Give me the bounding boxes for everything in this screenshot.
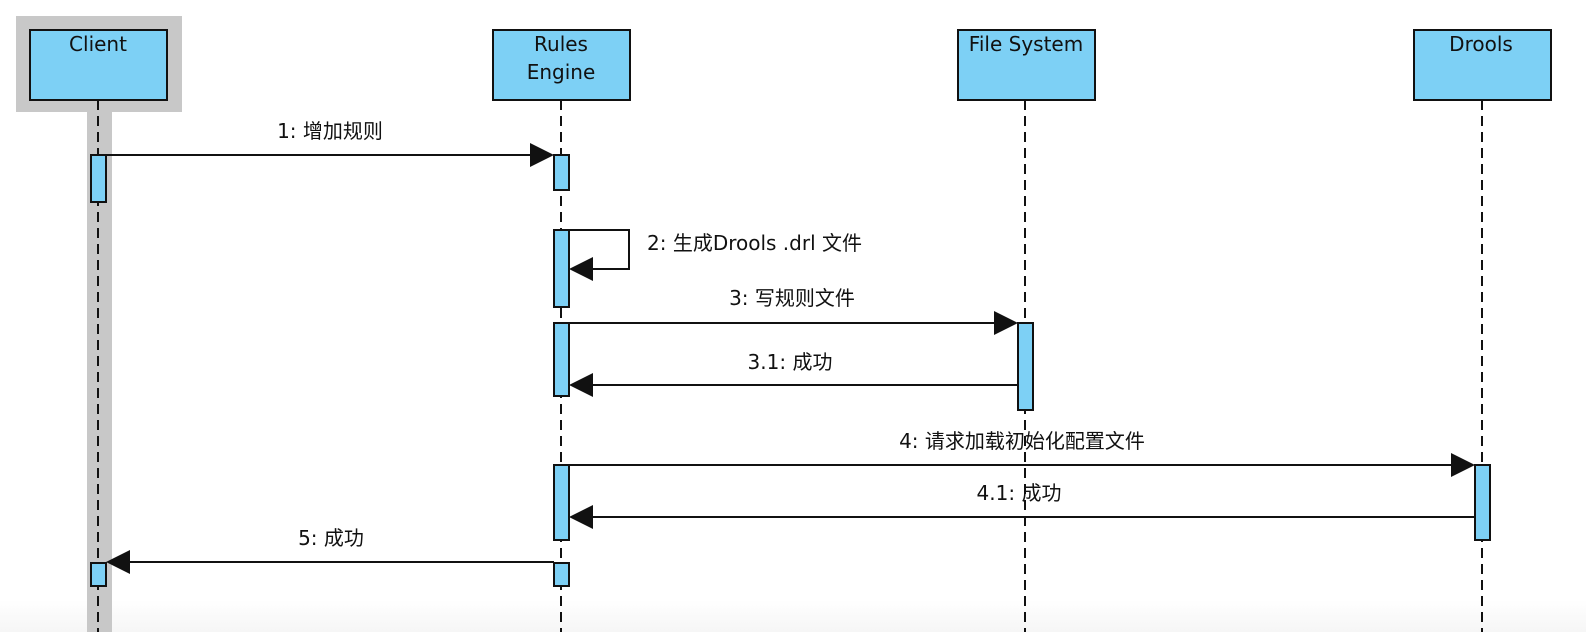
participant-rules-engine[interactable]: Rules Engine — [492, 29, 631, 101]
message-4-1-label: 4.1: 成功 — [977, 481, 1062, 505]
message-3[interactable]: 3: 写规则文件 — [569, 286, 1018, 335]
file-system-activation-1[interactable] — [1017, 322, 1034, 411]
rules-engine-activation-4[interactable] — [553, 464, 570, 541]
participant-rules-engine-label-line1: Rules — [534, 32, 588, 56]
message-1-label: 1: 增加规则 — [277, 119, 383, 143]
activation-bars — [90, 154, 1491, 587]
message-3-label: 3: 写规则文件 — [729, 286, 855, 310]
message-4-1-return[interactable]: 4.1: 成功 — [569, 481, 1475, 529]
message-1[interactable]: 1: 增加规则 — [106, 119, 554, 167]
participant-client[interactable]: Client — [29, 29, 168, 101]
participant-file-system[interactable]: File System — [957, 29, 1096, 101]
rules-engine-activation-5[interactable] — [553, 562, 570, 587]
message-4[interactable]: 4: 请求加载初始化配置文件 — [569, 429, 1475, 477]
participant-drools[interactable]: Drools — [1413, 29, 1552, 101]
message-3-1-label: 3.1: 成功 — [748, 350, 833, 374]
canvas-bottom-fade — [0, 600, 1586, 632]
client-activation-1[interactable] — [90, 154, 107, 203]
client-activation-2[interactable] — [90, 562, 107, 587]
drools-activation-1[interactable] — [1474, 464, 1491, 541]
rules-engine-activation-2[interactable] — [553, 229, 570, 308]
participant-rules-engine-label-line2: Engine — [527, 60, 596, 84]
message-2-self[interactable]: 2: 生成Drools .drl 文件 — [569, 229, 862, 281]
participant-client-label: Client — [69, 32, 127, 56]
message-5-return[interactable]: 5: 成功 — [106, 526, 554, 574]
message-5-label: 5: 成功 — [298, 526, 364, 550]
rules-engine-activation-3[interactable] — [553, 322, 570, 397]
message-2-label: 2: 生成Drools .drl 文件 — [647, 231, 862, 255]
message-4-label: 4: 请求加载初始化配置文件 — [899, 429, 1145, 453]
message-3-1-return[interactable]: 3.1: 成功 — [569, 350, 1018, 397]
participant-file-system-label: File System — [969, 32, 1083, 56]
participant-drools-label: Drools — [1449, 32, 1513, 56]
rules-engine-activation-1[interactable] — [553, 154, 570, 191]
